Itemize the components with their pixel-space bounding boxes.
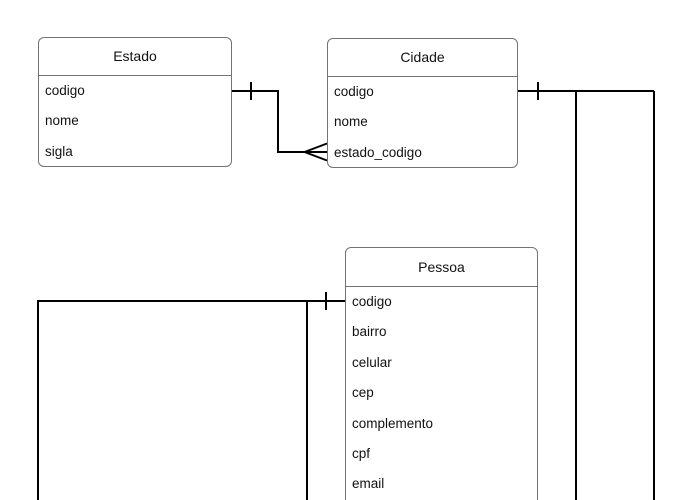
crowsfoot-many-icon <box>304 142 328 162</box>
relationship-cidade-offscreen[interactable] <box>518 82 655 500</box>
entity-title: Pessoa <box>346 248 537 287</box>
connector-line[interactable] <box>37 300 345 500</box>
field-row: codigo <box>45 83 85 98</box>
entity-pessoa[interactable]: Pessoa codigo bairro celular cep complem… <box>345 247 538 500</box>
field-row: codigo <box>352 294 392 309</box>
entity-title: Cidade <box>328 39 517 77</box>
field-row: cep <box>352 385 374 401</box>
field-row: nome <box>334 114 368 130</box>
entity-cidade[interactable]: Cidade codigo nome estado_codigo <box>327 38 518 168</box>
relationship-pessoa-offscreen[interactable] <box>37 292 345 500</box>
entity-title: Estado <box>39 38 231 76</box>
relationship-estado-cidade[interactable] <box>232 82 328 162</box>
entity-estado[interactable]: Estado codigo nome sigla <box>38 37 232 167</box>
field-row: estado_codigo <box>334 144 422 160</box>
field-row: complemento <box>352 415 434 431</box>
field-row: nome <box>45 113 79 129</box>
field-row: email <box>352 476 385 492</box>
field-row: cpf <box>352 445 371 461</box>
field-row: celular <box>352 354 392 370</box>
connector-line[interactable] <box>232 90 327 153</box>
field-row: codigo <box>334 84 374 99</box>
field-row: bairro <box>352 324 387 340</box>
field-row: sigla <box>45 143 73 159</box>
